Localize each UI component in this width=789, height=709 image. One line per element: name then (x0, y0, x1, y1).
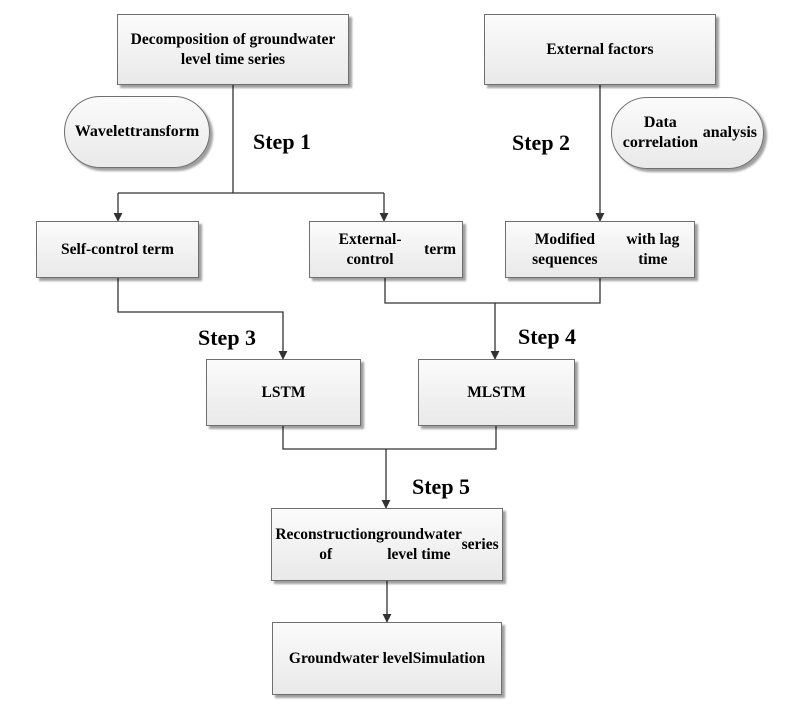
node-decomposition: Decomposition of groundwater level time … (117, 14, 349, 85)
reconstruction-line1: Reconstruction of (275, 525, 377, 563)
modified-sequences-line2: with lag time (626, 230, 680, 268)
reconstruction-line2: groundwater level time (376, 525, 462, 563)
connector-merge-to-mlstm (384, 278, 601, 304)
simulation-line1: Groundwater level (288, 649, 413, 667)
node-modified-sequences: Modified sequences with lag time (505, 221, 695, 278)
step-3-label: Step 3 (198, 325, 257, 350)
data-correlation-line2: analysis (702, 123, 757, 141)
simulation-line2: Simulation (412, 649, 486, 667)
connector-lstm-mlstm-merge (282, 426, 497, 450)
reconstruction-line3: series (461, 535, 499, 553)
step-4-label: Step 4 (518, 324, 577, 349)
node-external-control-term: External-control term (309, 221, 463, 278)
step-2-label: Step 2 (512, 130, 571, 155)
node-mlstm: MLSTM (418, 359, 575, 426)
wavelet-label-line2: transform (129, 122, 200, 140)
step-1-label: Step 1 (253, 129, 312, 154)
node-self-control-term: Self-control term (36, 221, 199, 278)
wavelet-label-line1: Wavelet (74, 122, 130, 140)
node-lstm: LSTM (206, 359, 361, 426)
node-groundwater-simulation: Groundwater level Simulation (272, 622, 502, 695)
external-control-line2: term (424, 240, 456, 258)
external-control-line1: External-control (338, 230, 402, 268)
node-wavelet-transform: Wavelet transform (64, 96, 210, 168)
step-5-label: Step 5 (412, 474, 471, 499)
data-correlation-line1: Data correlation (622, 113, 698, 151)
node-reconstruction: Reconstruction of groundwater level time… (271, 508, 503, 581)
modified-sequences-line1: Modified sequences (532, 230, 598, 268)
arrow-self-control-to-lstm (117, 278, 288, 360)
node-external-factors: External factors (484, 14, 716, 85)
node-data-correlation: Data correlation analysis (611, 97, 764, 169)
